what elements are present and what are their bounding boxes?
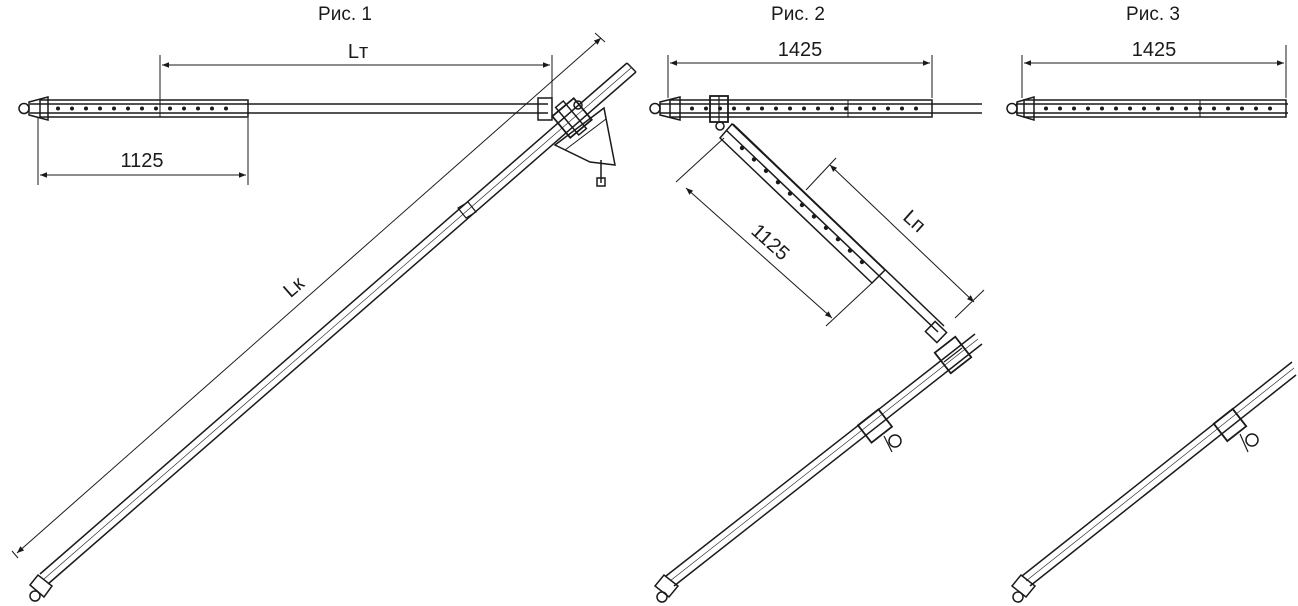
tube-hole <box>760 106 764 111</box>
fig1-dimension-diagonal: Lк <box>11 32 606 559</box>
tube-hole <box>1184 106 1188 111</box>
tube-hole <box>788 106 792 111</box>
tube-hole <box>816 106 820 111</box>
tube-hole <box>1142 106 1146 111</box>
fig1-end-cap-bottom <box>28 573 54 602</box>
brace-hole <box>799 202 805 208</box>
fig2-horizontal-tube <box>660 99 982 118</box>
brace-hole <box>859 259 865 265</box>
tube-hole <box>900 106 904 111</box>
figure-2-title: Рис. 2 <box>771 4 825 25</box>
tube-hole <box>1226 106 1230 111</box>
brace-hole <box>847 248 853 253</box>
fig2-diagonal-tube <box>665 333 983 587</box>
tube-hole <box>1100 106 1104 111</box>
fig1-dimension-top: Lт <box>159 41 553 100</box>
fig3-horizontal-tube <box>1016 99 1288 118</box>
brace-hole <box>811 214 817 219</box>
tube-hole <box>56 106 60 111</box>
tube-hole <box>844 106 848 111</box>
brace-hole <box>775 180 781 185</box>
fig2-clamp-middle <box>856 408 902 453</box>
fig2-clamp-lower-right <box>933 335 973 375</box>
fig3-end-cap-left <box>1006 95 1035 122</box>
fig1-dim-diagonal-label: Lк <box>279 272 309 302</box>
tube-hole <box>182 106 186 111</box>
fig2-dim-top-label: 1425 <box>778 39 823 61</box>
tube-hole <box>690 106 694 111</box>
figure-1-title: Рис. 1 <box>318 4 372 25</box>
tube-hole <box>858 106 862 111</box>
figure-3-title: Рис. 3 <box>1126 4 1180 25</box>
tube-hole <box>210 106 214 111</box>
tube-hole <box>1212 106 1216 111</box>
figure-2: Рис. 2 <box>649 4 985 603</box>
fig3-clamp <box>1212 407 1259 453</box>
tube-hole <box>1268 106 1272 111</box>
fig1-horizontal-tube <box>30 99 548 118</box>
tube-hole <box>1086 106 1090 111</box>
fig2-top-clamp <box>709 95 729 131</box>
tube-hole <box>704 106 708 111</box>
tube-hole <box>1198 106 1202 111</box>
fig2-end-cap-bottom <box>653 573 680 603</box>
brace-hole <box>739 145 745 151</box>
tube-hole <box>872 106 876 111</box>
tube-hole <box>914 106 918 111</box>
tube-hole <box>1128 106 1132 111</box>
fig3-dim-top-label: 1425 <box>1132 39 1177 61</box>
fig1-diagonal-tube <box>39 62 637 585</box>
tube-hole <box>1058 106 1062 111</box>
fig3-diagonal-tube <box>1021 361 1297 587</box>
tube-hole <box>70 106 74 111</box>
brace-hole <box>823 225 829 230</box>
fig2-dimension-brace-right: Lп <box>805 157 985 319</box>
tube-hole <box>196 106 200 111</box>
fig1-dim-bottom-label: 1125 <box>120 150 163 172</box>
brace-hole <box>751 157 757 162</box>
tube-hole <box>1254 106 1258 111</box>
figure-1: Рис. 1 <box>11 4 637 602</box>
tube-hole <box>1170 106 1174 111</box>
fig2-end-cap-left <box>649 96 681 121</box>
tube-hole <box>154 106 158 111</box>
tube-hole <box>84 106 88 111</box>
tube-hole <box>746 106 750 111</box>
tube-hole <box>1072 106 1076 111</box>
tube-hole <box>1156 106 1160 111</box>
figure-3: Рис. 3 142 <box>1006 4 1297 603</box>
fig1-dimension-bottom: 1125 <box>37 118 249 185</box>
fig2-dim-brace-right-label: Lп <box>898 206 929 237</box>
tube-hole <box>774 106 778 111</box>
tube-hole <box>112 106 116 111</box>
tube-hole <box>1114 106 1118 111</box>
tube-hole <box>1044 106 1048 111</box>
tube-hole <box>886 106 890 111</box>
tube-hole <box>1240 106 1244 111</box>
tube-hole <box>126 106 130 111</box>
fig1-dim-top-label: Lт <box>348 41 368 63</box>
tube-hole <box>802 106 806 111</box>
brace-hole <box>835 237 841 242</box>
brace-hole <box>763 168 769 173</box>
tube-hole <box>140 106 144 111</box>
fig2-dim-brace-left-label: 1125 <box>747 220 794 265</box>
tube-hole <box>98 106 102 111</box>
brace-hole <box>787 191 793 196</box>
tube-hole <box>224 106 228 111</box>
tube-hole <box>830 106 834 111</box>
fig2-dimension-brace-left: 1125 <box>675 137 873 327</box>
tube-hole <box>732 106 736 111</box>
fig3-end-cap-bottom <box>1010 573 1037 603</box>
fig3-dimension-top: 1425 <box>1021 39 1287 98</box>
fig2-dimension-top: 1425 <box>667 39 933 98</box>
fig1-clamp-assembly <box>537 97 616 187</box>
tube-hole <box>168 106 172 111</box>
